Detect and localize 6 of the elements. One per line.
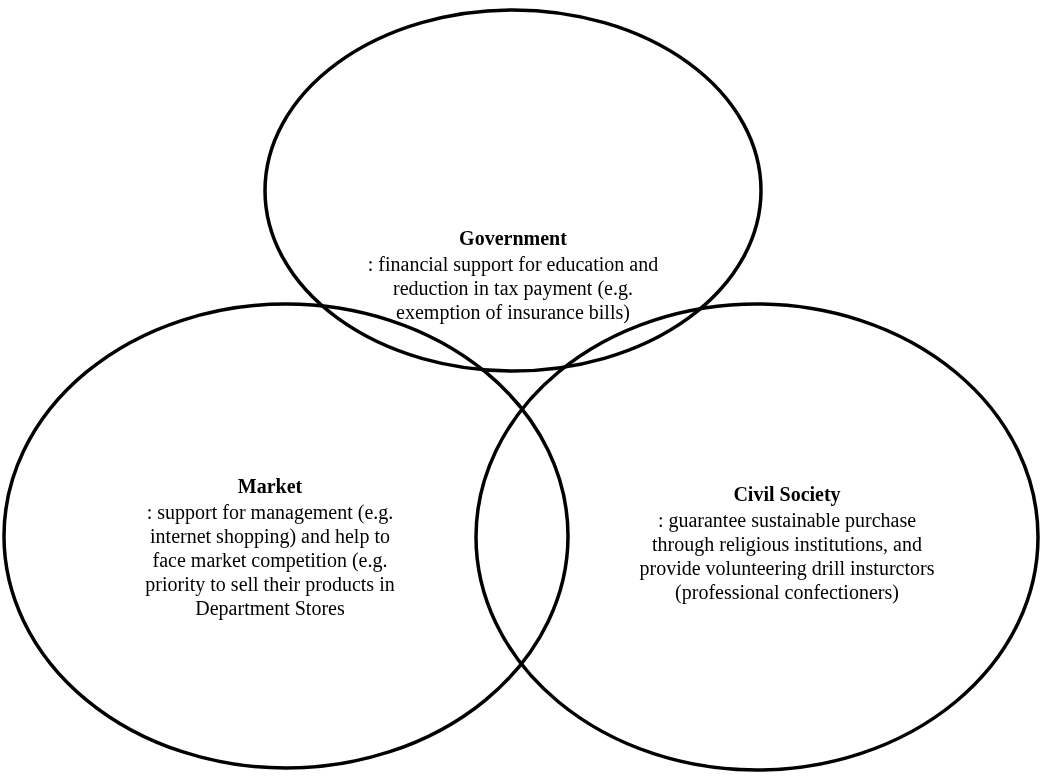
ellipse-description: : support for management (e.g. internet shopping) and help to face market competition (e.g. priority to sell their products in Department Stores <box>144 500 396 620</box>
ellipse-heading: Government <box>458 226 568 250</box>
ellipse-description: : guarantee sustainable purchase through religious institutions, and provide volunteering drill insturctors (professional confectioners) <box>638 508 936 604</box>
ellipse-heading: Market <box>236 474 304 498</box>
ellipse-heading: Civil Society <box>732 482 842 506</box>
ellipse-description: : financial support for education and reduction in tax payment (e.g. exemption of insurance bills) <box>366 252 660 324</box>
